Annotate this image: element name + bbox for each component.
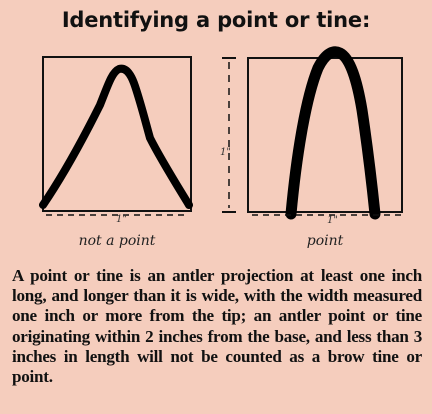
right-frame <box>247 57 403 213</box>
left-projection-outline <box>39 64 193 209</box>
tine-diagram: 1" 1" 1" <box>39 46 403 226</box>
left-frame <box>42 56 192 212</box>
definition-text: A point or tine is an antler projection … <box>12 266 422 387</box>
right-projection-outline <box>285 46 381 220</box>
height-label: 1" <box>220 147 231 158</box>
left-width-label: 1" <box>116 214 127 225</box>
page-title: Identifying a point or tine: <box>61 8 371 32</box>
right-width-label: 1" <box>327 215 338 226</box>
right-caption: point <box>306 233 344 249</box>
left-panel: 1" <box>39 56 193 225</box>
left-caption: not a point <box>78 233 156 249</box>
height-dimension: 1" <box>220 57 236 213</box>
right-panel: 1" <box>247 46 403 226</box>
